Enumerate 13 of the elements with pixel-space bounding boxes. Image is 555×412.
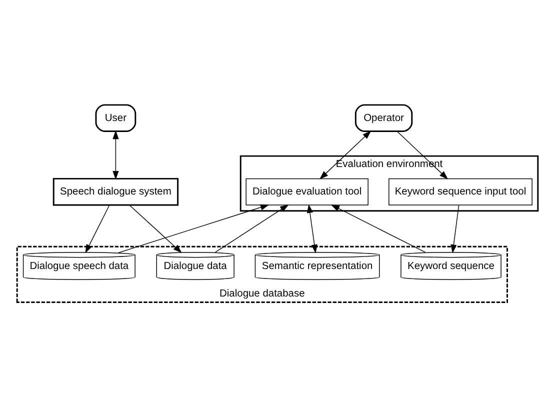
arrow xyxy=(330,204,426,252)
arrow xyxy=(319,130,372,179)
arrow xyxy=(118,204,270,253)
arrow xyxy=(85,204,110,253)
node-box: Keyword sequence input tool xyxy=(388,178,532,205)
arrow xyxy=(129,204,182,253)
arrow xyxy=(112,130,119,180)
node-box: Dialogue evaluation tool xyxy=(246,178,368,205)
node-box: Operator xyxy=(354,104,413,132)
arrow xyxy=(214,204,289,252)
node-box: Speech dialogue system xyxy=(52,177,179,206)
node-box: User xyxy=(95,104,136,132)
arrow xyxy=(306,204,318,253)
